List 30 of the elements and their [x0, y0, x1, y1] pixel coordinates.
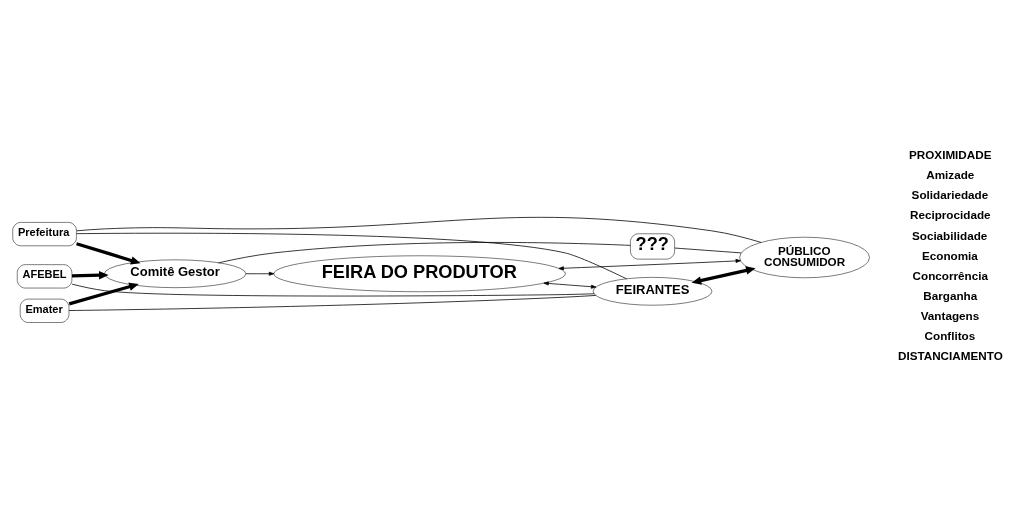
arrow — [245, 271, 275, 276]
connector — [71, 283, 595, 296]
node-box: AFEBEL — [17, 263, 73, 288]
label: Reciprocidade — [910, 207, 991, 221]
connector — [76, 216, 762, 243]
arrow — [691, 265, 756, 285]
connector — [218, 241, 631, 263]
arrow — [558, 258, 741, 270]
connector — [674, 247, 742, 253]
connector — [68, 294, 597, 311]
label: Solidariedade — [911, 187, 989, 201]
label: Conflitos — [924, 328, 976, 342]
node-ellipse: Comitê Gestor — [104, 259, 247, 288]
label: PROXIMIDADE — [909, 147, 992, 161]
label: Amizade — [926, 167, 975, 181]
arrow — [543, 281, 597, 289]
label: Economia — [922, 248, 978, 262]
label: Sociabilidade — [911, 228, 988, 242]
node-ellipse: PÚBLICO CONSUMIDOR — [739, 236, 870, 278]
connector — [76, 232, 628, 279]
node-box: Emater — [19, 298, 70, 323]
label: DISTANCIAMENTO — [897, 348, 1003, 362]
node-box: ??? — [630, 233, 675, 259]
label: Vantagens — [920, 308, 980, 322]
arrow — [76, 241, 141, 264]
arrow — [68, 282, 139, 305]
node-box: Prefeitura — [12, 221, 77, 246]
label: Barganha — [923, 288, 978, 302]
label: Concorrência — [912, 268, 988, 282]
arrow — [71, 270, 109, 279]
